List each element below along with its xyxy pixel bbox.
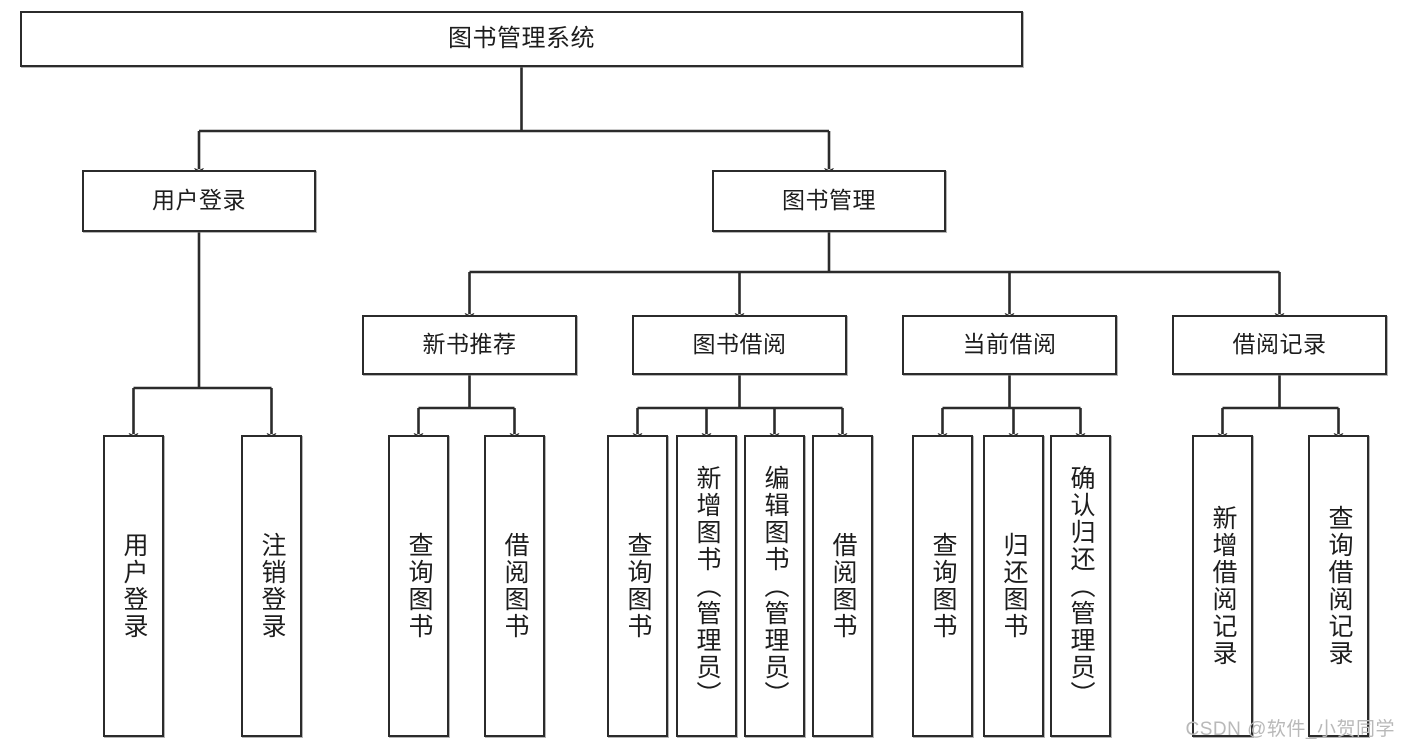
node-borrow-record[interactable]: 借阅记录 xyxy=(1172,315,1387,375)
node-book-manage-label: 图书管理 xyxy=(782,187,876,214)
node-leaf-borrow-book-1[interactable]: 借阅图书 xyxy=(484,435,545,737)
node-leaf-query-book-3-label: 查询图书 xyxy=(929,532,957,640)
node-borrow-record-label: 借阅记录 xyxy=(1232,331,1327,358)
node-leaf-user-logout-label: 注销登录 xyxy=(258,532,286,640)
csdn-watermark: CSDN @软件_小贺同学 xyxy=(1185,719,1395,740)
node-leaf-add-book-label: 新增图书（管理员） xyxy=(693,464,721,708)
node-leaf-borrow-book-2[interactable]: 借阅图书 xyxy=(812,435,873,737)
node-leaf-add-record-label: 新增借阅记录 xyxy=(1209,505,1237,667)
node-leaf-edit-book-label: 编辑图书（管理员） xyxy=(761,464,789,708)
node-leaf-confirm-return[interactable]: 确认归还（管理员） xyxy=(1050,435,1111,737)
node-root-label: 图书管理系统 xyxy=(448,24,595,52)
node-leaf-return-book-label: 归还图书 xyxy=(1000,532,1028,640)
node-new-book-recommend-label: 新书推荐 xyxy=(422,331,517,358)
node-current-borrow[interactable]: 当前借阅 xyxy=(902,315,1117,375)
node-leaf-confirm-return-label: 确认归还（管理员） xyxy=(1067,464,1095,708)
node-leaf-return-book[interactable]: 归还图书 xyxy=(983,435,1044,737)
node-leaf-query-book-1[interactable]: 查询图书 xyxy=(388,435,449,737)
node-root[interactable]: 图书管理系统 xyxy=(20,11,1023,67)
node-book-borrow-label: 图书借阅 xyxy=(692,331,787,358)
node-leaf-user-login[interactable]: 用户登录 xyxy=(103,435,164,737)
node-leaf-add-book[interactable]: 新增图书（管理员） xyxy=(676,435,737,737)
node-new-book-recommend[interactable]: 新书推荐 xyxy=(362,315,577,375)
node-leaf-borrow-book-1-label: 借阅图书 xyxy=(501,532,529,640)
node-leaf-query-book-2-label: 查询图书 xyxy=(624,532,652,640)
node-user-login-label: 用户登录 xyxy=(152,187,246,214)
node-leaf-user-login-label: 用户登录 xyxy=(120,532,148,640)
node-leaf-query-book-2[interactable]: 查询图书 xyxy=(607,435,668,737)
node-user-login[interactable]: 用户登录 xyxy=(82,170,316,232)
node-leaf-query-record-label: 查询借阅记录 xyxy=(1325,505,1353,667)
node-current-borrow-label: 当前借阅 xyxy=(962,331,1057,358)
node-book-manage[interactable]: 图书管理 xyxy=(712,170,946,232)
node-leaf-add-record[interactable]: 新增借阅记录 xyxy=(1192,435,1253,737)
node-leaf-borrow-book-2-label: 借阅图书 xyxy=(829,532,857,640)
node-leaf-query-book-3[interactable]: 查询图书 xyxy=(912,435,973,737)
node-leaf-edit-book[interactable]: 编辑图书（管理员） xyxy=(744,435,805,737)
node-leaf-query-book-1-label: 查询图书 xyxy=(405,532,433,640)
node-leaf-query-record[interactable]: 查询借阅记录 xyxy=(1308,435,1369,737)
node-leaf-user-logout[interactable]: 注销登录 xyxy=(241,435,302,737)
node-book-borrow[interactable]: 图书借阅 xyxy=(632,315,847,375)
